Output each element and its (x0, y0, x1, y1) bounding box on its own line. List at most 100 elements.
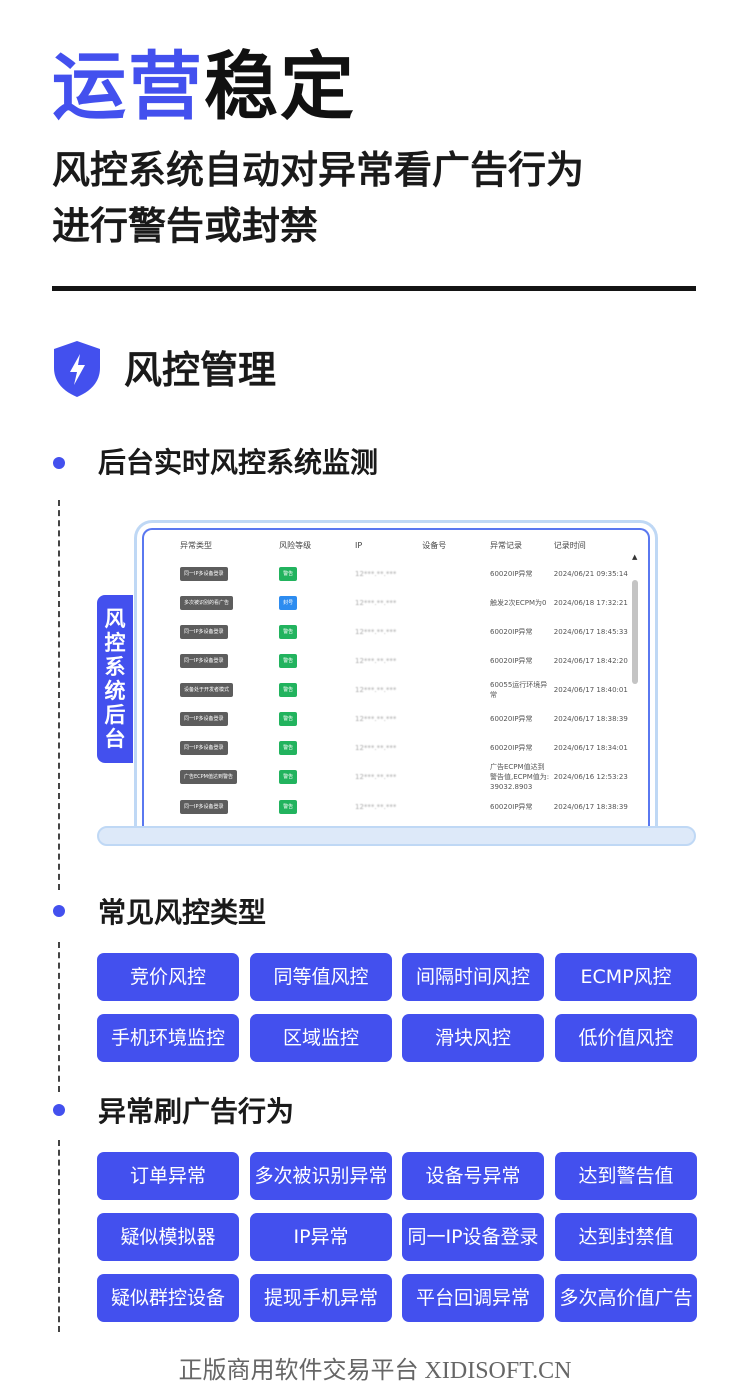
time-value: 2024/06/17 18:45:33 (553, 627, 628, 636)
table-row[interactable]: 广告ECPM值达到警告 警告 12***.**.*** 广告ECPM值达到警告值,EC… (144, 762, 648, 792)
record-value: 60020IP异常 (490, 627, 533, 636)
table-cell: 警告 (239, 617, 319, 646)
anomaly-type-tag: 同一IP多设备登录 (180, 799, 228, 814)
tag-button[interactable]: 疑似群控设备 (97, 1274, 239, 1322)
risk-level-tag: 警告 (279, 653, 298, 668)
record-value: 60020IP异常 (490, 714, 533, 723)
monitor-heading: 后台实时风控系统监测 (98, 446, 379, 479)
table-cell (398, 617, 476, 646)
table-cell: 12***.**.*** (319, 792, 398, 821)
table-cell: 警告 (239, 646, 319, 675)
record-value: 60020IP异常 (490, 743, 533, 752)
tag-button[interactable]: 设备号异常 (402, 1152, 544, 1200)
table-cell: 2024/06/17 18:42:20 (554, 646, 648, 675)
tag-button[interactable]: 滑块风控 (402, 1014, 544, 1062)
table-cell: 广告ECPM值达到警告 (144, 762, 239, 792)
table-cell: 警告 (239, 675, 319, 704)
table-cell: 2024/06/16 12:53:23 (554, 762, 648, 792)
tag-button[interactable]: 手机环境监控 (97, 1014, 239, 1062)
anomaly-type-tag: 广告ECPM值达到警告 (180, 770, 237, 784)
side-label: 风 控 系 统 后 台 (97, 595, 133, 763)
column-header: 异常记录 (490, 541, 522, 550)
tag-button[interactable]: 同等值风控 (250, 953, 392, 1001)
risk-level-tag: 警告 (279, 740, 298, 755)
record-value: 60055运行环境异常 (490, 680, 548, 699)
tag-button[interactable]: 多次被识别异常 (250, 1152, 392, 1200)
table-cell: 设备处于开发者模式 (144, 675, 239, 704)
ip-value: 12***.**.*** (355, 598, 397, 607)
header-divider (52, 286, 696, 291)
tag-button[interactable]: 竞价风控 (97, 953, 239, 1001)
scroll-up-icon[interactable]: ▲ (632, 553, 638, 561)
table-cell (398, 792, 476, 821)
side-label-char: 后 (104, 703, 126, 727)
table-cell: 广告ECPM值达到警告值,ECPM值为: 39032.8903 (476, 762, 554, 792)
table-cell: 警告 (239, 792, 319, 821)
time-value: 2024/06/17 18:38:39 (553, 802, 628, 811)
column-header: 风险等级 (279, 541, 312, 550)
table-cell: 警告 (239, 559, 319, 588)
tag-button[interactable]: 提现手机异常 (250, 1274, 392, 1322)
subtitle-line-1: 风控系统自动对异常看广告行为 (52, 148, 585, 192)
tag-button[interactable]: 同一IP设备登录 (402, 1213, 544, 1261)
table-cell: 警告 (239, 733, 319, 762)
shield-lightning-icon (54, 341, 100, 397)
table-cell (398, 762, 476, 792)
tag-button[interactable]: 达到警告值 (555, 1152, 697, 1200)
table-cell: 60020IP异常 (476, 792, 554, 821)
tag-button[interactable]: 多次高价值广告 (555, 1274, 697, 1322)
table-cell: 多次被识别的看广告 (144, 588, 239, 617)
table-cell (398, 733, 476, 762)
table-cell: 60055运行环境异常 (476, 675, 554, 704)
column-header: IP (355, 541, 363, 550)
section-title: 风控管理 (124, 348, 277, 392)
record-value: 60020IP异常 (490, 802, 533, 811)
ip-value: 12***.**.*** (355, 773, 397, 781)
tag-button[interactable]: 平台回调异常 (402, 1274, 544, 1322)
common-types-heading: 常见风控类型 (98, 896, 267, 929)
tag-button[interactable]: 低价值风控 (555, 1014, 697, 1062)
record-value: 60020IP异常 (490, 656, 533, 665)
table-cell: 12***.**.*** (319, 675, 398, 704)
column-header: 设备号 (422, 541, 447, 550)
table-cell: 同一IP多设备登录 (144, 792, 239, 821)
tag-button[interactable]: 订单异常 (97, 1152, 239, 1200)
laptop-base (97, 826, 696, 846)
side-label-char: 系 (104, 655, 126, 679)
table-cell: 12***.**.*** (319, 704, 398, 733)
record-value: 60020IP异常 (490, 569, 533, 578)
column-header: 异常类型 (180, 541, 212, 550)
timeline-dot (53, 1104, 65, 1116)
ip-value: 12***.**.*** (355, 685, 397, 694)
side-label-char: 风 (104, 607, 126, 631)
table-row[interactable]: 同一IP多设备登录警告 12***.**.*** 60020IP异常 2024/06/… (144, 792, 648, 821)
anomaly-type-tag: 同一IP多设备登录 (180, 566, 228, 581)
tag-button[interactable]: 达到封禁值 (555, 1213, 697, 1261)
risk-level-tag: 警告 (279, 624, 298, 639)
tag-button[interactable]: IP异常 (250, 1213, 392, 1261)
tag-button[interactable]: 间隔时间风控 (402, 953, 544, 1001)
side-label-char: 统 (104, 679, 126, 703)
table-cell: 2024/06/21 09:35:14 (554, 559, 648, 588)
tag-button[interactable]: 疑似模拟器 (97, 1213, 239, 1261)
table-cell: 同一IP多设备登录 (144, 704, 239, 733)
table-cell: 12***.**.*** (319, 762, 398, 792)
tag-button[interactable]: ECMP风控 (555, 953, 697, 1001)
ip-value: 12***.**.*** (355, 802, 397, 811)
risk-level-tag: 警告 (279, 682, 298, 697)
time-value: 2024/06/17 18:42:20 (553, 656, 628, 665)
risk-level-tag: 警告 (279, 770, 298, 784)
table-scrollbar[interactable] (632, 580, 638, 684)
risk-level-tag: 警告 (279, 566, 298, 581)
table-cell: 60020IP异常 (476, 704, 554, 733)
page-title: 运营稳定 (52, 42, 356, 132)
table-cell: 12***.**.*** (319, 646, 398, 675)
tag-button[interactable]: 区域监控 (250, 1014, 392, 1062)
